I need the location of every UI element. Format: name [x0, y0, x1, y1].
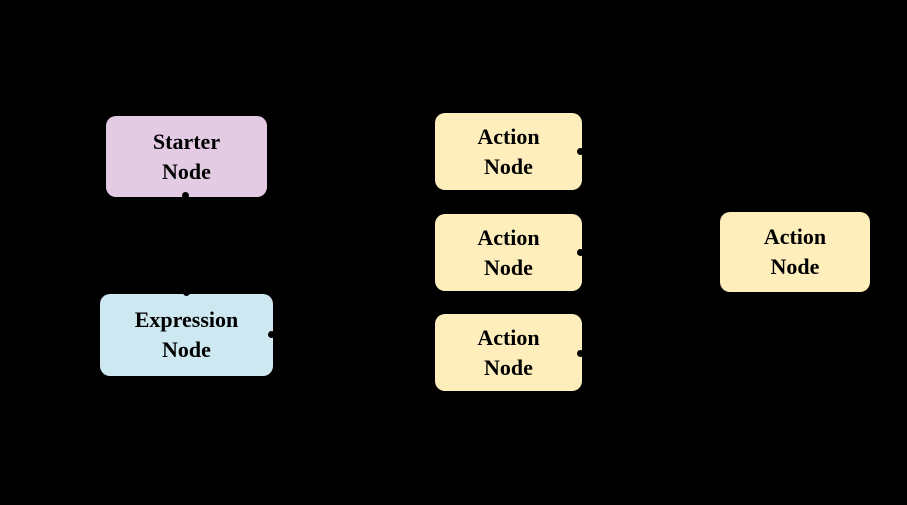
action-node-2: Action Node [435, 214, 582, 291]
connector-stub-action2-right [577, 249, 584, 256]
action-node-1: Action Node [435, 113, 582, 190]
expression-node: Expression Node [100, 294, 273, 376]
connector-stub-action3-right [577, 350, 584, 357]
action-node-3: Action Node [435, 314, 582, 391]
connector-stub-expression-right [268, 331, 275, 338]
connector-stub-action1-right [577, 148, 584, 155]
connector-stub-starter-bottom [182, 192, 189, 199]
action-node-4: Action Node [720, 212, 870, 292]
starter-node: Starter Node [106, 116, 267, 197]
connector-stub-expression-top [183, 289, 190, 296]
